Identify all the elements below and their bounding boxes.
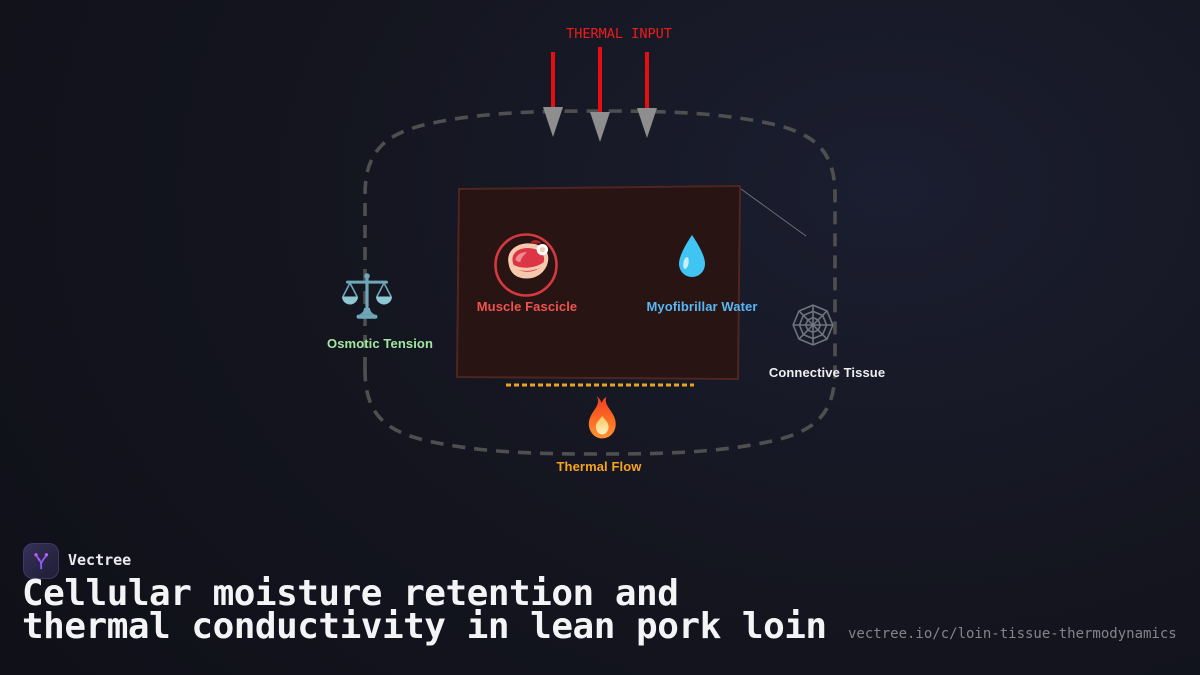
muscle-fascicle-label: Muscle Fascicle: [476, 299, 578, 314]
node-thermal-flow[interactable]: [583, 393, 621, 441]
connective-tissue-label: Connective Tissue: [768, 365, 886, 380]
thermal-arrow-line-middle: [598, 47, 602, 117]
steak-icon: [494, 233, 558, 297]
page-title: Cellular moisture retention and thermal …: [22, 573, 827, 647]
fire-icon: [588, 395, 616, 439]
thermal-arrowhead-middle: [590, 112, 610, 142]
page-title-line1: Cellular moisture retention and: [22, 573, 679, 614]
thermal-input-label: THERMAL INPUT: [566, 26, 672, 42]
osmotic-tension-label: Osmotic Tension: [327, 336, 433, 351]
thermal-arrow-line-left: [551, 52, 555, 108]
node-osmotic-tension[interactable]: [340, 271, 394, 323]
thermal-arrow-line-right: [645, 52, 649, 110]
water-droplet-icon: [679, 235, 705, 277]
vectree-branch-icon: [34, 553, 49, 570]
connective-pointer-line: [740, 188, 807, 237]
balance-scale-icon: [342, 273, 392, 319]
thermal-arrowhead-left: [543, 107, 563, 137]
vectree-logo: [23, 543, 59, 579]
node-myofibrillar-water[interactable]: [676, 233, 708, 280]
node-muscle-fascicle[interactable]: [489, 228, 565, 304]
app-name: Vectree: [68, 551, 132, 569]
node-connective-tissue[interactable]: [790, 303, 836, 347]
cell-boundary-dashed-outline: [363, 109, 837, 456]
thermal-flow-label: Thermal Flow: [556, 459, 642, 474]
spider-web-icon: [792, 304, 834, 346]
thermal-arrowhead-right: [637, 108, 657, 138]
page-title-line2: thermal conductivity in lean pork loin: [22, 606, 827, 647]
myofibrillar-water-label: Myofibrillar Water: [646, 299, 758, 314]
page-url[interactable]: vectree.io/c/loin-tissue-thermodynamics: [848, 626, 1177, 642]
